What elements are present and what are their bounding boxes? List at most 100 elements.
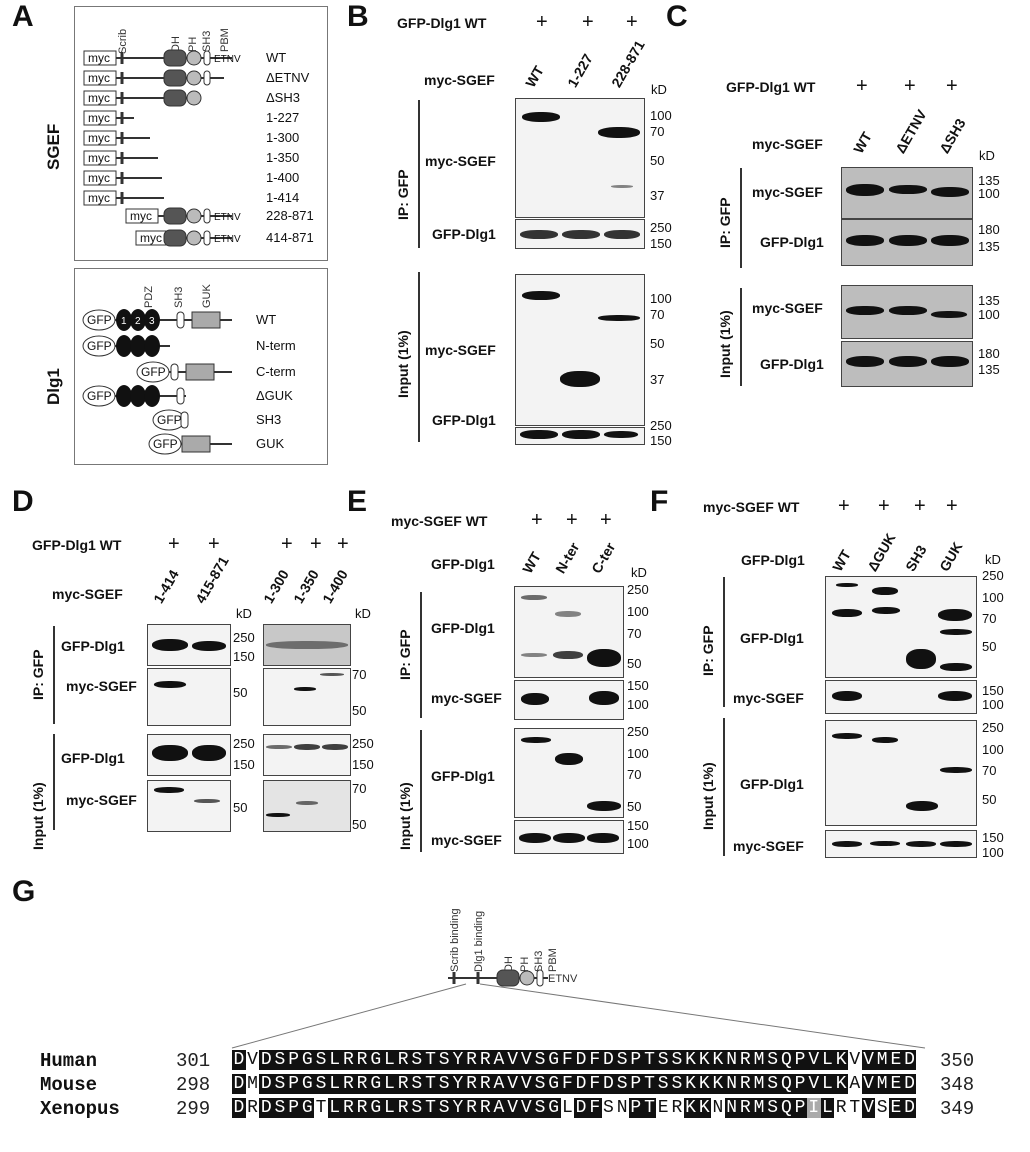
e-ip-bracket: [420, 592, 422, 718]
band: [522, 291, 560, 300]
f-row-ip-gfp-dlg1: GFP-Dlg1: [740, 630, 804, 646]
d-lane-1-350: 1-350: [290, 566, 322, 606]
ph-domain: [186, 208, 202, 224]
dlg1-construct-label: SH3: [256, 412, 282, 427]
band: [931, 356, 969, 367]
f-mw-70: 70: [982, 611, 997, 626]
b-mw-150: 150: [650, 433, 672, 448]
e-header-myc-sgef: myc-SGEF WT: [391, 513, 488, 529]
pdz-domain: [116, 335, 132, 357]
dlg1-construct-label: C-term: [256, 364, 296, 379]
f-lane-wt: WT: [829, 547, 854, 574]
f-input-label: Input (1%): [700, 762, 716, 830]
ph-domain: [186, 90, 202, 106]
band: [931, 235, 969, 246]
d-input-bracket: [53, 734, 55, 830]
band: [521, 737, 551, 743]
band: [587, 801, 621, 811]
panel-letter-b: B: [347, 0, 369, 33]
band: [587, 649, 621, 667]
band: [832, 691, 862, 701]
d-row-ip-gfp-dlg1: GFP-Dlg1: [61, 638, 125, 654]
band: [598, 315, 640, 321]
sh3-domain: [180, 411, 189, 429]
f-mw-250: 250: [982, 720, 1004, 735]
band: [906, 649, 936, 669]
panel-letter-c: C: [666, 0, 688, 33]
band: [938, 691, 972, 701]
b-mw-100: 100: [650, 291, 672, 306]
band: [154, 681, 186, 688]
myc-tag-label: myc: [88, 51, 110, 65]
guk-domain: [185, 363, 215, 381]
gfp-label: GFP: [141, 365, 166, 379]
band: [266, 745, 292, 749]
e-plus-1: +: [531, 509, 543, 531]
sgef-construct-row: myc: [83, 190, 164, 206]
g-label-ph: PH: [519, 957, 531, 972]
c-blot-ip-gfp-dlg1: [841, 219, 973, 266]
sgef-domain-pbm: PBM: [219, 28, 231, 52]
pdz-domain: [116, 309, 132, 331]
b-mw-100: 100: [650, 108, 672, 123]
band: [832, 733, 862, 739]
e-mw-250: 250: [627, 724, 649, 739]
b-kd-label: kD: [651, 82, 667, 97]
band: [872, 737, 898, 743]
sgef-construct-row: myc: [83, 170, 162, 186]
c-ip-bracket: [740, 168, 742, 268]
myc-tag: [83, 170, 117, 186]
c-kd-label: kD: [979, 148, 995, 163]
dlg1-domain-pdz: PDZ: [143, 286, 155, 308]
b-input-label: Input (1%): [395, 330, 411, 398]
d-blot-ip-dlg-left: [147, 624, 231, 666]
e-input-label: Input (1%): [397, 782, 413, 850]
e-header-gfp-dlg1: GFP-Dlg1: [431, 556, 495, 572]
etnv-motif: ETNV: [214, 54, 241, 65]
band: [872, 587, 898, 595]
f-blot-ip-myc-sgef: [825, 680, 977, 714]
dh-domain: [163, 229, 187, 247]
c-ip-gfp-label: IP: GFP: [717, 197, 733, 248]
etnv-motif: ETNV: [214, 212, 241, 223]
band: [940, 629, 972, 635]
c-mw-135: 135: [978, 293, 1000, 308]
band: [836, 583, 858, 587]
band: [832, 841, 862, 847]
d-blot-in-dlg-left: [147, 734, 231, 776]
band: [931, 311, 967, 318]
e-mw-150: 150: [627, 818, 649, 833]
d-blot-in-sgef-left: [147, 780, 231, 832]
seq-end: 350: [940, 1050, 975, 1072]
myc-tag: [83, 70, 117, 86]
d-row-in-gfp-dlg1: GFP-Dlg1: [61, 750, 125, 766]
sh3-domain: [170, 363, 179, 381]
f-row-in-gfp-dlg1: GFP-Dlg1: [740, 776, 804, 792]
dlg1-schematic-box: [74, 268, 328, 465]
d-blot-ip-sgef-right: [263, 668, 351, 726]
pdz-domain: [130, 385, 146, 407]
sh3-domain: [203, 208, 211, 224]
b-row-ip-gfp-dlg1: GFP-Dlg1: [432, 226, 496, 242]
f-mw-100: 100: [982, 845, 1004, 860]
e-mw-100: 100: [627, 746, 649, 761]
band: [940, 841, 972, 847]
band: [520, 430, 558, 439]
e-lane-n-ter: N-ter: [552, 539, 583, 576]
f-plus-1: +: [838, 495, 850, 517]
b-mw-37: 37: [650, 188, 665, 203]
sgef-schematic-box: [74, 6, 328, 261]
e-mw-150: 150: [627, 678, 649, 693]
b-mw-50: 50: [650, 336, 665, 351]
f-mw-150: 150: [982, 683, 1004, 698]
band: [522, 112, 560, 122]
c-plus-2: +: [904, 75, 916, 97]
band: [154, 787, 184, 793]
guk-domain: [181, 435, 211, 453]
c-blot-in-myc-sgef: [841, 285, 973, 339]
myc-tag: [83, 150, 117, 166]
band: [611, 185, 633, 188]
e-mw-70: 70: [627, 626, 642, 641]
